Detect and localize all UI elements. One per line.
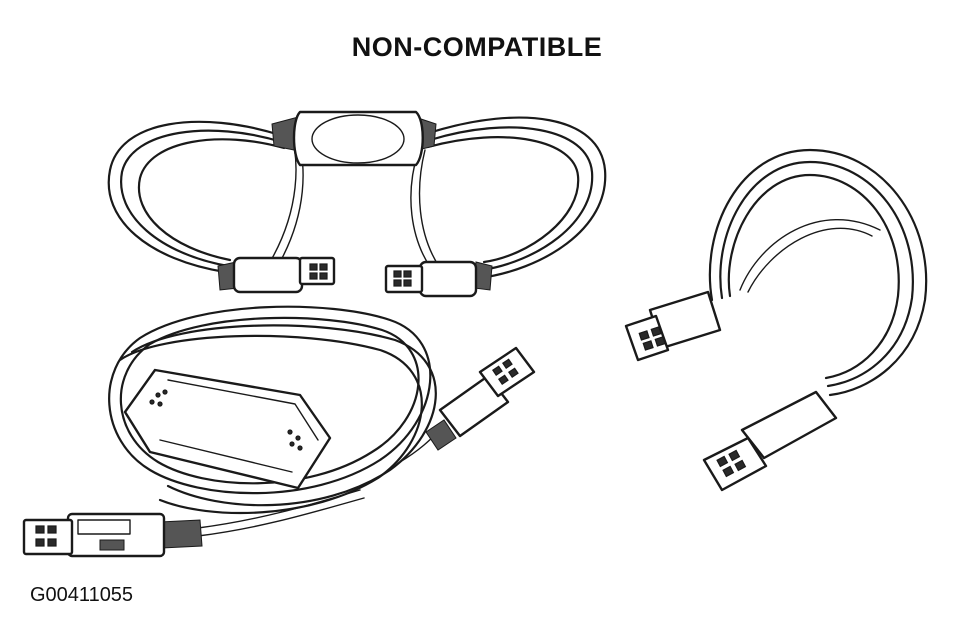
figure-code: G00411055: [30, 584, 134, 606]
usb-adapter-cable-icon: [22, 305, 536, 558]
usb-bridge-cable-icon: [107, 110, 607, 298]
usb-extension-cable-icon: [624, 148, 928, 492]
figure-title: NON-COMPATIBLE: [351, 32, 603, 62]
